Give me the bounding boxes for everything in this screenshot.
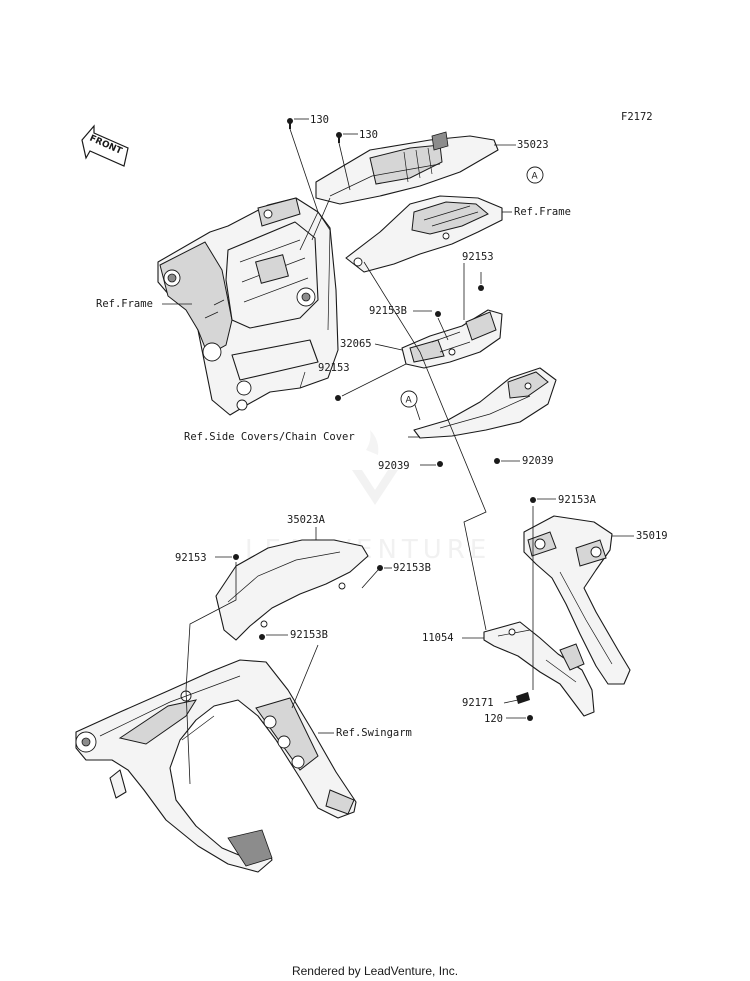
- part-32065-drawing: [401, 309, 503, 369]
- label-ref-frame-right: Ref.Frame: [514, 206, 571, 218]
- label-92153B-lower: 92153B: [290, 629, 328, 641]
- leader-lines: [162, 118, 634, 785]
- label-ref-swingarm: Ref.Swingarm: [336, 727, 412, 739]
- rear-undercowl-drawing: [413, 367, 557, 439]
- label-35023A: 35023A: [287, 514, 326, 526]
- label-92153-upper: 92153: [462, 251, 494, 263]
- part-labels: 130 130 35023 Ref.Frame Ref.Frame 92153 …: [96, 114, 668, 739]
- part-35023A-drawing: [215, 539, 369, 641]
- front-arrow: FRONT: [81, 124, 129, 167]
- callout-a-upper: A: [526, 166, 544, 184]
- label-92153-lower: 92153: [175, 552, 207, 564]
- callout-a-upper-letter: A: [532, 172, 539, 182]
- label-35023: 35023: [517, 139, 549, 151]
- label-11054: 11054: [422, 632, 454, 644]
- main-frame-drawing: [157, 197, 339, 416]
- label-92039-left: 92039: [378, 460, 410, 472]
- figure-code: F2172: [621, 111, 653, 123]
- label-92171: 92171: [462, 697, 494, 709]
- label-ref-frame-left: Ref.Frame: [96, 298, 153, 310]
- label-92153B-upper: 92153B: [369, 305, 407, 317]
- part-11054-drawing: [483, 621, 595, 717]
- swingarm-drawing: [75, 659, 357, 873]
- label-130-lower: 130: [359, 129, 378, 141]
- part-35019-drawing: [523, 515, 631, 685]
- label-35019: 35019: [636, 530, 668, 542]
- label-32065: 32065: [340, 338, 372, 350]
- part-35023-drawing: [315, 131, 499, 205]
- callout-a-lower: A: [400, 390, 418, 408]
- label-92153B-lower-right: 92153B: [393, 562, 431, 574]
- label-92153A: 92153A: [558, 494, 597, 506]
- label-120: 120: [484, 713, 503, 725]
- seat-subframe-drawing: [345, 195, 503, 273]
- bolt-markers: [233, 118, 536, 721]
- footer-credit: Rendered by LeadVenture, Inc.: [292, 964, 458, 978]
- label-92153-mid: 92153: [318, 362, 350, 374]
- label-92039-right: 92039: [522, 455, 554, 467]
- label-ref-side-covers-chain-cover: Ref.Side Covers/Chain Cover: [184, 431, 355, 443]
- label-130-upper: 130: [310, 114, 329, 126]
- callout-a-lower-letter: A: [406, 396, 413, 406]
